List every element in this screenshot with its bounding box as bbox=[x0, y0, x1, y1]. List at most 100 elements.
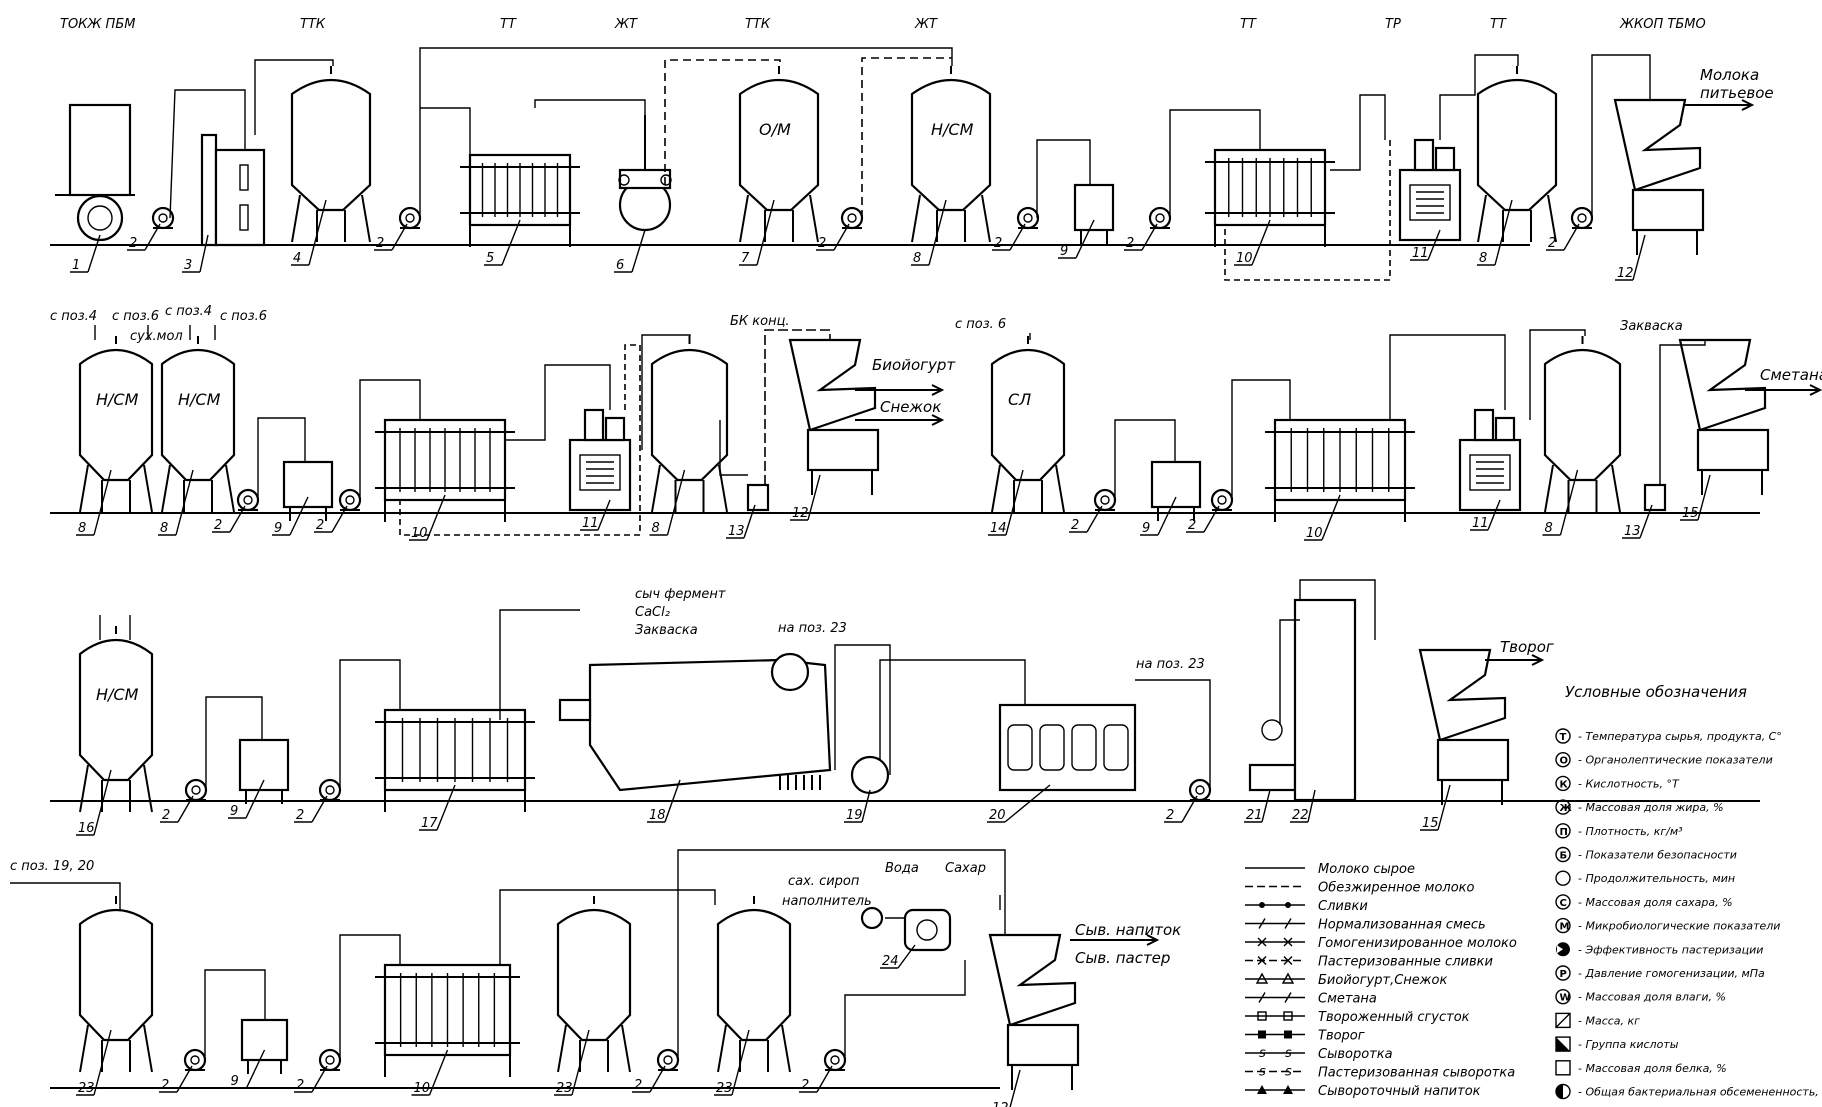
position-number: 24 bbox=[882, 954, 899, 969]
position-number: 2 bbox=[214, 518, 222, 533]
tank-8: Н/СМ8 bbox=[76, 336, 152, 536]
position-number: 9 bbox=[274, 521, 282, 536]
position-number: 11 bbox=[1412, 246, 1429, 261]
position-number: 4 bbox=[293, 251, 301, 266]
legend-symbol-label: - Кислотность, °Т bbox=[1578, 777, 1680, 790]
position-number: 23 bbox=[556, 1081, 573, 1096]
legend-line-label: Сывороточный напиток bbox=[1318, 1084, 1481, 1099]
pasteurizer-10: 10 bbox=[375, 420, 515, 541]
source-label: с поз.4 bbox=[165, 304, 212, 319]
position-number: 17 bbox=[421, 816, 438, 831]
position-number: 2 bbox=[296, 1078, 304, 1093]
position-number: 2 bbox=[129, 236, 137, 251]
product-label: Биойогурт bbox=[872, 356, 956, 374]
legend-symbol-label: - Температура сырья, продукта, С° bbox=[1578, 730, 1782, 743]
position-number: 20 bbox=[989, 808, 1006, 823]
product-label: Снежок bbox=[880, 398, 941, 416]
note-label: БК конц. bbox=[730, 314, 790, 329]
legend-symbol-label: - Давление гомогенизации, мПа bbox=[1578, 967, 1765, 980]
tank-8: Н/СМ8 bbox=[911, 66, 990, 266]
source-label: с поз.6 bbox=[220, 309, 267, 324]
svg-text:М: М bbox=[1560, 922, 1570, 933]
source-label: сух.мол bbox=[130, 329, 183, 344]
position-number: 3 bbox=[184, 258, 192, 273]
position-number: 15 bbox=[1682, 506, 1699, 521]
legend-symbol-label: - Продолжительность, мин bbox=[1578, 872, 1735, 885]
legend-line-label: Молоко сырое bbox=[1318, 862, 1415, 877]
additive-label: Закваска bbox=[635, 623, 698, 638]
position-number: 19 bbox=[846, 808, 863, 823]
tank-14: СЛ14 bbox=[988, 336, 1064, 536]
tank-label: Н/СМ bbox=[96, 685, 139, 704]
position-number: 12 bbox=[792, 506, 809, 521]
control-code: ТТ bbox=[1490, 17, 1507, 32]
svg-text:s: s bbox=[1259, 1065, 1266, 1080]
position-number: 2 bbox=[1548, 236, 1556, 251]
pasteurizer-10: 10 bbox=[1265, 420, 1415, 541]
redirect-label: на поз. 23 bbox=[1136, 657, 1205, 672]
tank-23: 23 bbox=[714, 896, 790, 1096]
source-label: с поз.4 bbox=[50, 309, 97, 324]
tank-8: 8 bbox=[1543, 336, 1621, 536]
filler-12: 12 bbox=[990, 935, 1078, 1107]
product-label: Творог bbox=[1500, 638, 1554, 656]
legend-symbol-label: - Общая бактериальная обсемененность, ты… bbox=[1578, 1086, 1822, 1099]
pump: 2 bbox=[632, 1050, 678, 1093]
svg-text:С: С bbox=[1560, 898, 1567, 909]
product-label: Сыв. пастер bbox=[1075, 949, 1170, 967]
position-number: 8 bbox=[652, 521, 660, 536]
control-code: ТТ bbox=[1240, 17, 1257, 32]
position-number: 1 bbox=[72, 258, 80, 273]
position-number: 2 bbox=[296, 808, 304, 823]
svg-text:К: К bbox=[1560, 779, 1569, 790]
legend-symbol-label: - Органолептические показатели bbox=[1578, 754, 1773, 767]
position-number: 14 bbox=[990, 521, 1007, 536]
position-number: 23 bbox=[78, 1081, 95, 1096]
pump: 2 bbox=[294, 1050, 340, 1093]
tank-8: 8 bbox=[1477, 66, 1556, 266]
ingredient-label: сах. сироп bbox=[788, 874, 860, 889]
tank-7: О/М7 bbox=[739, 66, 818, 266]
legend-symbol-label: - Массовая доля сахара, % bbox=[1578, 896, 1733, 909]
position-number: 8 bbox=[913, 251, 921, 266]
ingredient-label: наполнитель bbox=[782, 894, 872, 909]
mixer-24: 24 bbox=[862, 908, 950, 969]
position-number: 8 bbox=[1479, 251, 1487, 266]
position-number: 6 bbox=[616, 258, 624, 273]
balance-tank-9: 9 bbox=[228, 740, 288, 819]
position-number: 2 bbox=[1126, 236, 1134, 251]
product-label: питьевое bbox=[1700, 84, 1774, 102]
pump: 2 bbox=[799, 1050, 845, 1093]
position-number: 22 bbox=[1292, 808, 1309, 823]
svg-text:Т: Т bbox=[1560, 874, 1567, 885]
position-number: 2 bbox=[316, 518, 324, 533]
cart-21: 21 bbox=[1244, 720, 1295, 823]
control-code: ТТ bbox=[500, 17, 517, 32]
position-number: 2 bbox=[1071, 518, 1079, 533]
position-number: 9 bbox=[1060, 244, 1068, 259]
filler-15: 15 bbox=[1420, 650, 1508, 831]
filler-15: 15 bbox=[1680, 340, 1768, 521]
cheese-vat-18: 18 bbox=[560, 654, 830, 823]
legend-line-label: Нормализованная смесь bbox=[1318, 918, 1486, 933]
position-number: 2 bbox=[634, 1078, 642, 1093]
tank-23: 23 bbox=[76, 896, 152, 1096]
svg-text:Т: Т bbox=[1560, 732, 1567, 743]
protein-icon bbox=[1556, 1061, 1570, 1075]
position-number: 2 bbox=[376, 236, 384, 251]
svg-text:Ж: Ж bbox=[1560, 803, 1573, 814]
truck: 1 bbox=[55, 105, 135, 273]
pasteurizer-10: 10 bbox=[375, 965, 520, 1096]
svg-text:s: s bbox=[1259, 1046, 1266, 1061]
legend-symbol-label: - Показатели безопасности bbox=[1578, 849, 1737, 862]
position-number: 2 bbox=[994, 236, 1002, 251]
position-number: 11 bbox=[1472, 516, 1489, 531]
legend-symbol-label: - Масса, кг bbox=[1578, 1014, 1640, 1027]
acid-group-icon bbox=[1556, 1037, 1570, 1051]
svg-text:Б: Б bbox=[1560, 851, 1568, 862]
separator-6: 6 bbox=[614, 115, 671, 273]
position-number: 23 bbox=[716, 1081, 733, 1096]
position-number: 2 bbox=[162, 808, 170, 823]
position-number: 12 bbox=[1617, 266, 1634, 281]
legend-line-label: Сливки bbox=[1318, 899, 1368, 914]
